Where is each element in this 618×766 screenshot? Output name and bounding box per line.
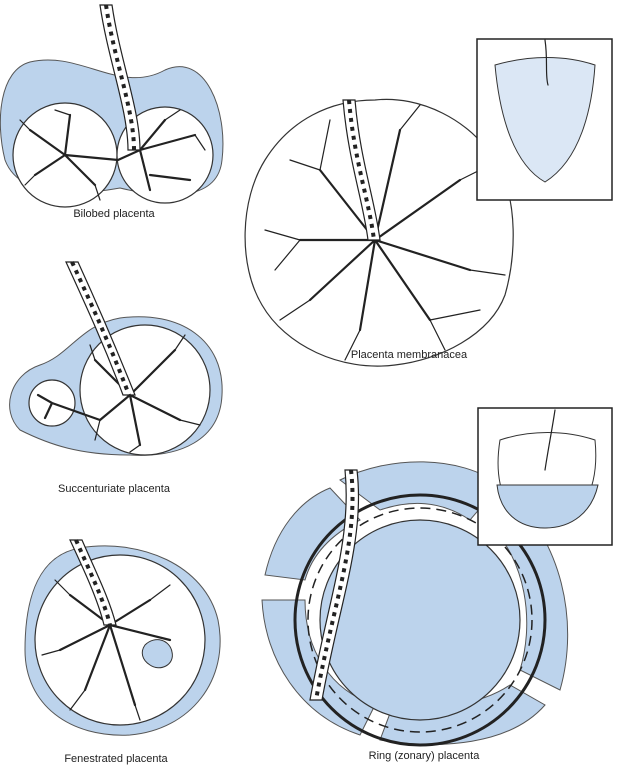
bilobed-placenta-illustration: Bilobed placenta	[0, 4, 224, 220]
fenestrated-placenta-illustration: Fenestrated placenta	[24, 539, 221, 765]
bilobed-label: Bilobed placenta	[73, 208, 155, 220]
placenta-membranacea-illustration: Placenta membranacea	[244, 38, 613, 367]
ring-placenta-illustration: Ring (zonary) placenta	[261, 407, 613, 762]
fenestrated-label: Fenestrated placenta	[64, 753, 168, 765]
succenturiate-label: Succenturiate placenta	[58, 483, 171, 495]
membranacea-label: Placenta membranacea	[351, 349, 468, 361]
succenturiate-placenta-illustration: Succenturiate placenta	[9, 261, 223, 495]
ring-label: Ring (zonary) placenta	[369, 750, 481, 762]
